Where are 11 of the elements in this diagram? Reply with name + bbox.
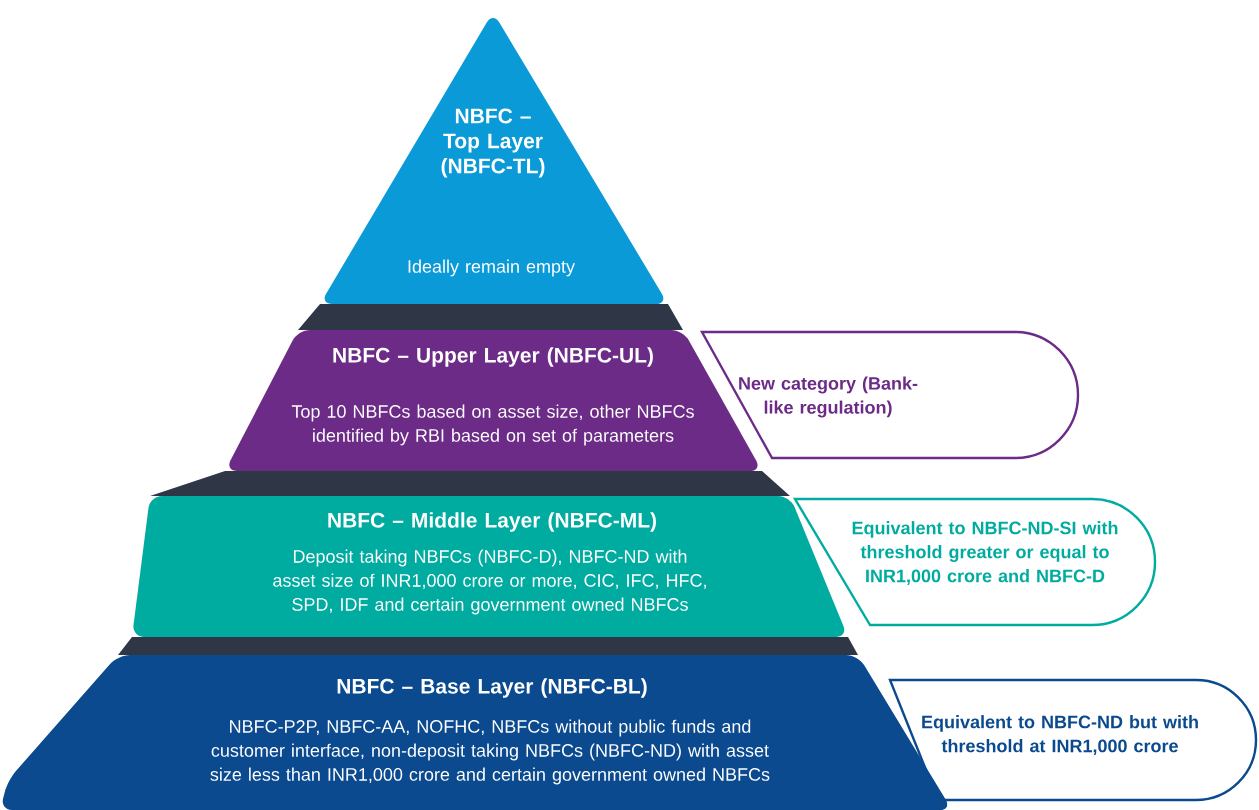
callout-box: Equivalent to NBFC-ND-SI with threshold greater or equal to INR1,000 crore and NBFC-D <box>793 497 1157 627</box>
node-label: NBFC-P2P, NBFC-AA, NOFHC, NBFCs without public funds and customer interface, non-deposit taking NBFCs (NBFC-ND) with asset size less than INR1,000 crore and certain government owned NBFCs <box>210 719 770 785</box>
node-label: Deposit taking NBFCs (NBFC-D), NBFC-ND with asset size of INR1,000 crore or more, CIC, IFC, HFC, SPD, IDF and certain government owned NBFCs <box>273 549 706 615</box>
node-label: NBFC – Base Layer (NBFC-BL) <box>337 678 647 698</box>
node-label: NBFC – Top Layer (NBFC-TL) <box>441 108 545 178</box>
node-label: Top 10 NBFCs based on asset size, other NBFCs identified by RBI based on set of parameters <box>291 404 694 446</box>
callout-box: Equivalent to NBFC-ND but with threshold at INR1,000 crore <box>888 678 1258 802</box>
callout-box: New category (Bank-like regulation) <box>700 330 1080 460</box>
node-label: NBFC – Middle Layer (NBFC-ML) <box>328 512 656 532</box>
node-label: Ideally remain empty <box>408 259 575 277</box>
node-label: NBFC – Upper Layer (NBFC-UL) <box>333 347 653 367</box>
